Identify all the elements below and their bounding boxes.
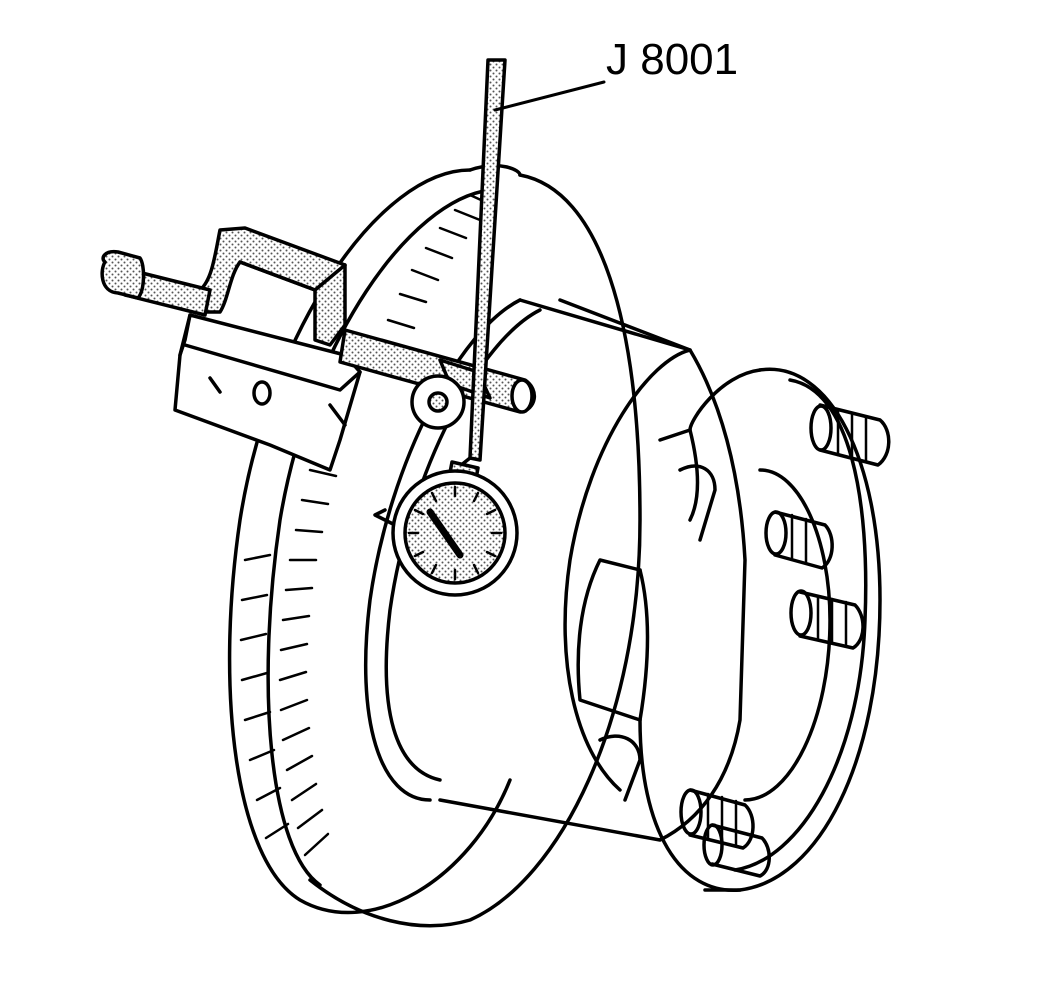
rotor-cooling-vanes: [239, 193, 494, 857]
dial-ticks: [407, 485, 503, 581]
wheel-stud: [702, 823, 771, 878]
rotor-front-face: [227, 168, 512, 915]
dial-indicator: [373, 460, 519, 597]
wheel-stud: [809, 403, 891, 467]
hub-flange: [638, 367, 882, 892]
wheel-stud: [789, 589, 865, 650]
dial-face: [403, 481, 507, 585]
j8001-indicator-stem: [453, 58, 606, 472]
dial-needle: [426, 508, 464, 559]
wheel-stud: [764, 510, 834, 570]
tool-callout-label: J 8001: [606, 35, 739, 84]
wheel-studs: [598, 403, 891, 878]
wheel-hub: [438, 298, 882, 892]
rotor: [227, 164, 642, 928]
